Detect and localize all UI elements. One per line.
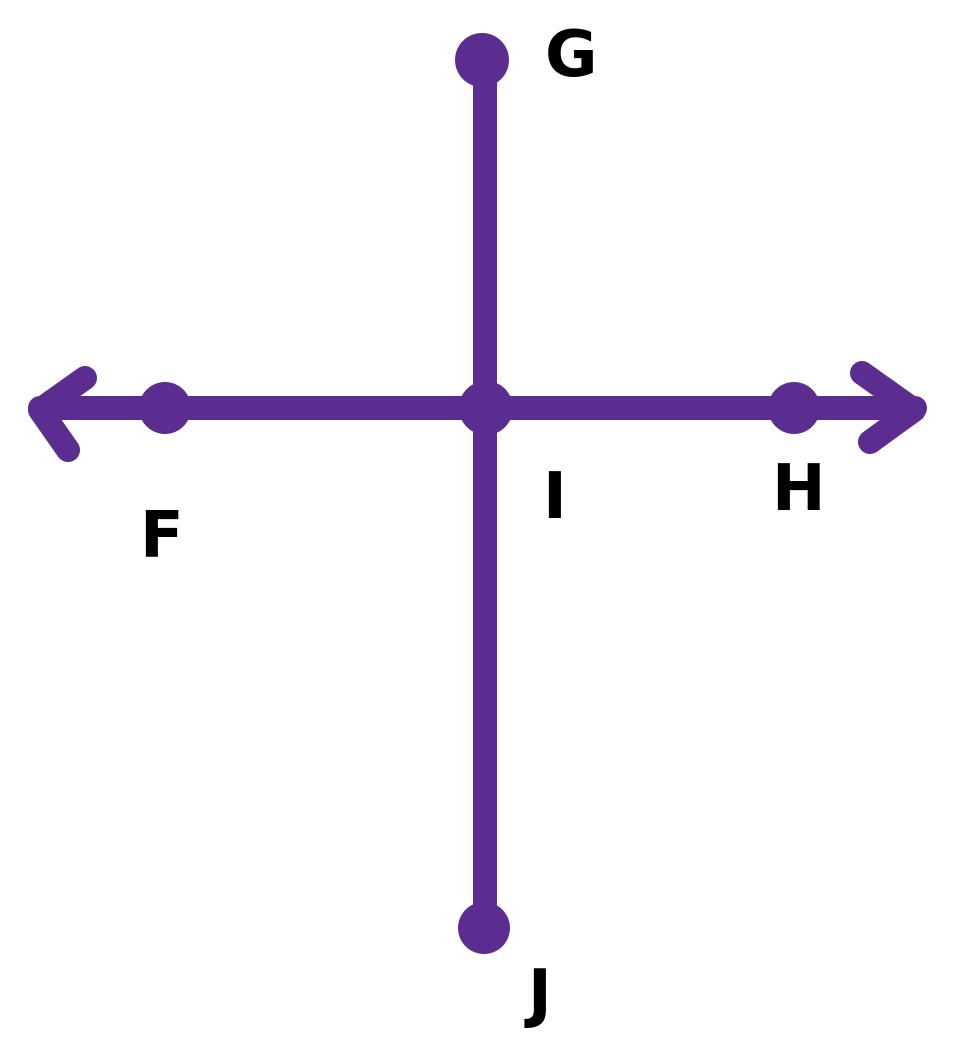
point-j-label: J	[524, 957, 552, 1031]
point-g-label: G	[545, 18, 598, 92]
right-arrowhead-icon	[850, 361, 926, 454]
point-i-dot	[459, 381, 513, 435]
point-f-label: F	[140, 499, 184, 573]
point-j-dot	[458, 902, 510, 954]
point-h-label: H	[772, 452, 826, 526]
point-h-dot	[768, 382, 820, 434]
point-g-dot	[455, 33, 509, 87]
point-f-dot	[139, 382, 191, 434]
left-arrowhead-icon	[28, 366, 97, 462]
point-i-label: I	[543, 460, 567, 534]
